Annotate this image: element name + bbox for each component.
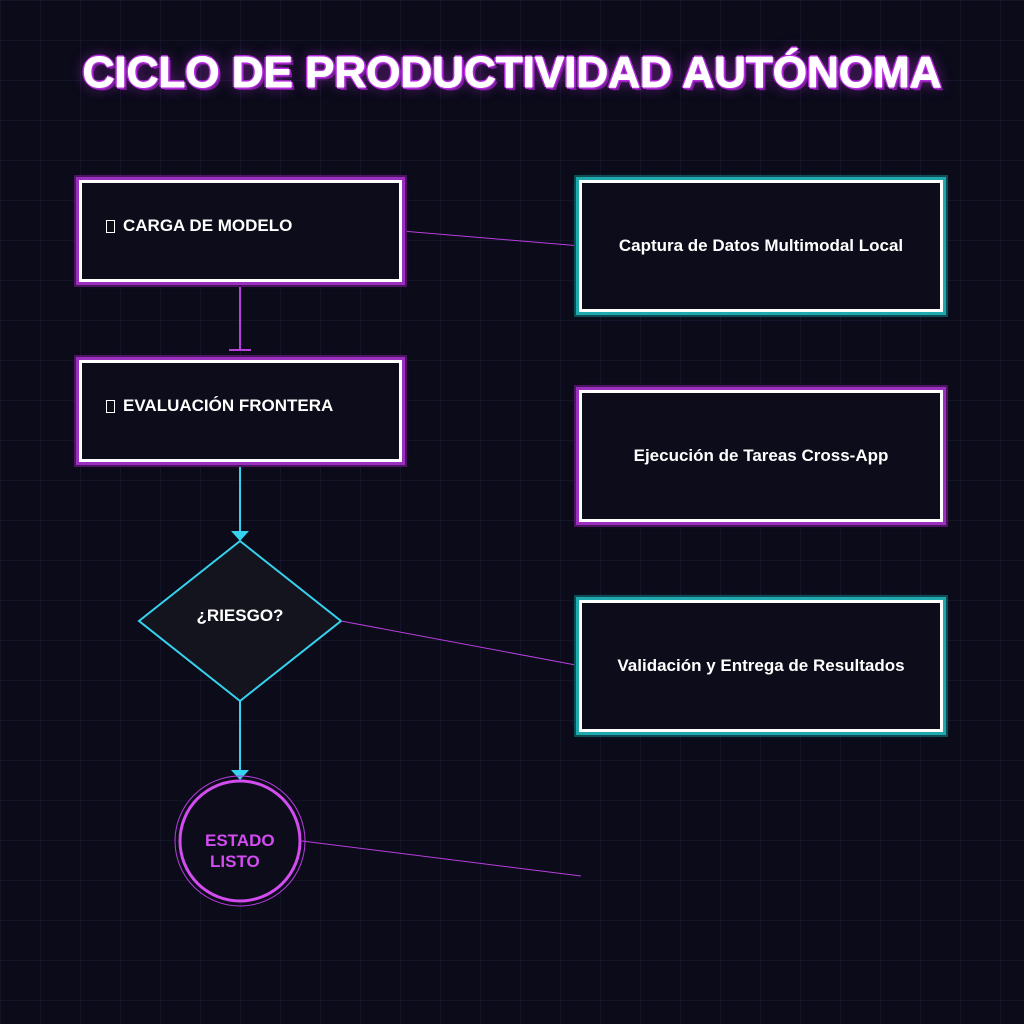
arrowhead-risk-to-end [231,770,249,780]
node-result-validation-label: Validación y Entrega de Resultados [617,656,905,675]
node-load-model: CARGA DE MODELO [79,180,402,282]
node-result-validation: Validación y Entrega de Resultados [579,600,943,732]
missing-glyph-icon [106,399,115,413]
risk-decision-label: ¿RIESGO? [196,606,284,625]
node-task-execution-label: Ejecución de Tareas Cross-App [633,446,889,465]
link-risk-to-validation [340,620,582,667]
node-task-execution: Ejecución de Tareas Cross-App [579,390,943,522]
node-frontier-evaluation-label: EVALUACIÓN FRONTERA [123,396,334,415]
link-load-to-capture [401,230,582,247]
link-end-to-right [301,840,582,877]
node-load-model-label: CARGA DE MODELO [123,216,293,235]
end-state-circle [178,779,302,903]
end-state-label-line1: ESTADO [205,831,275,850]
end-state-label: ESTADO LISTO [180,830,300,872]
diagram-title: CICLO DE PRODUCTIVIDAD AUTÓNOMA [82,48,942,98]
end-state-label-line2: LISTO [210,852,260,871]
missing-glyph-icon [106,219,115,233]
arrowhead-eval-to-risk [231,531,249,541]
node-frontier-evaluation: EVALUACIÓN FRONTERA [79,360,402,462]
node-data-capture: Captura de Datos Multimodal Local [579,180,943,312]
node-data-capture-label: Captura de Datos Multimodal Local [618,236,904,255]
